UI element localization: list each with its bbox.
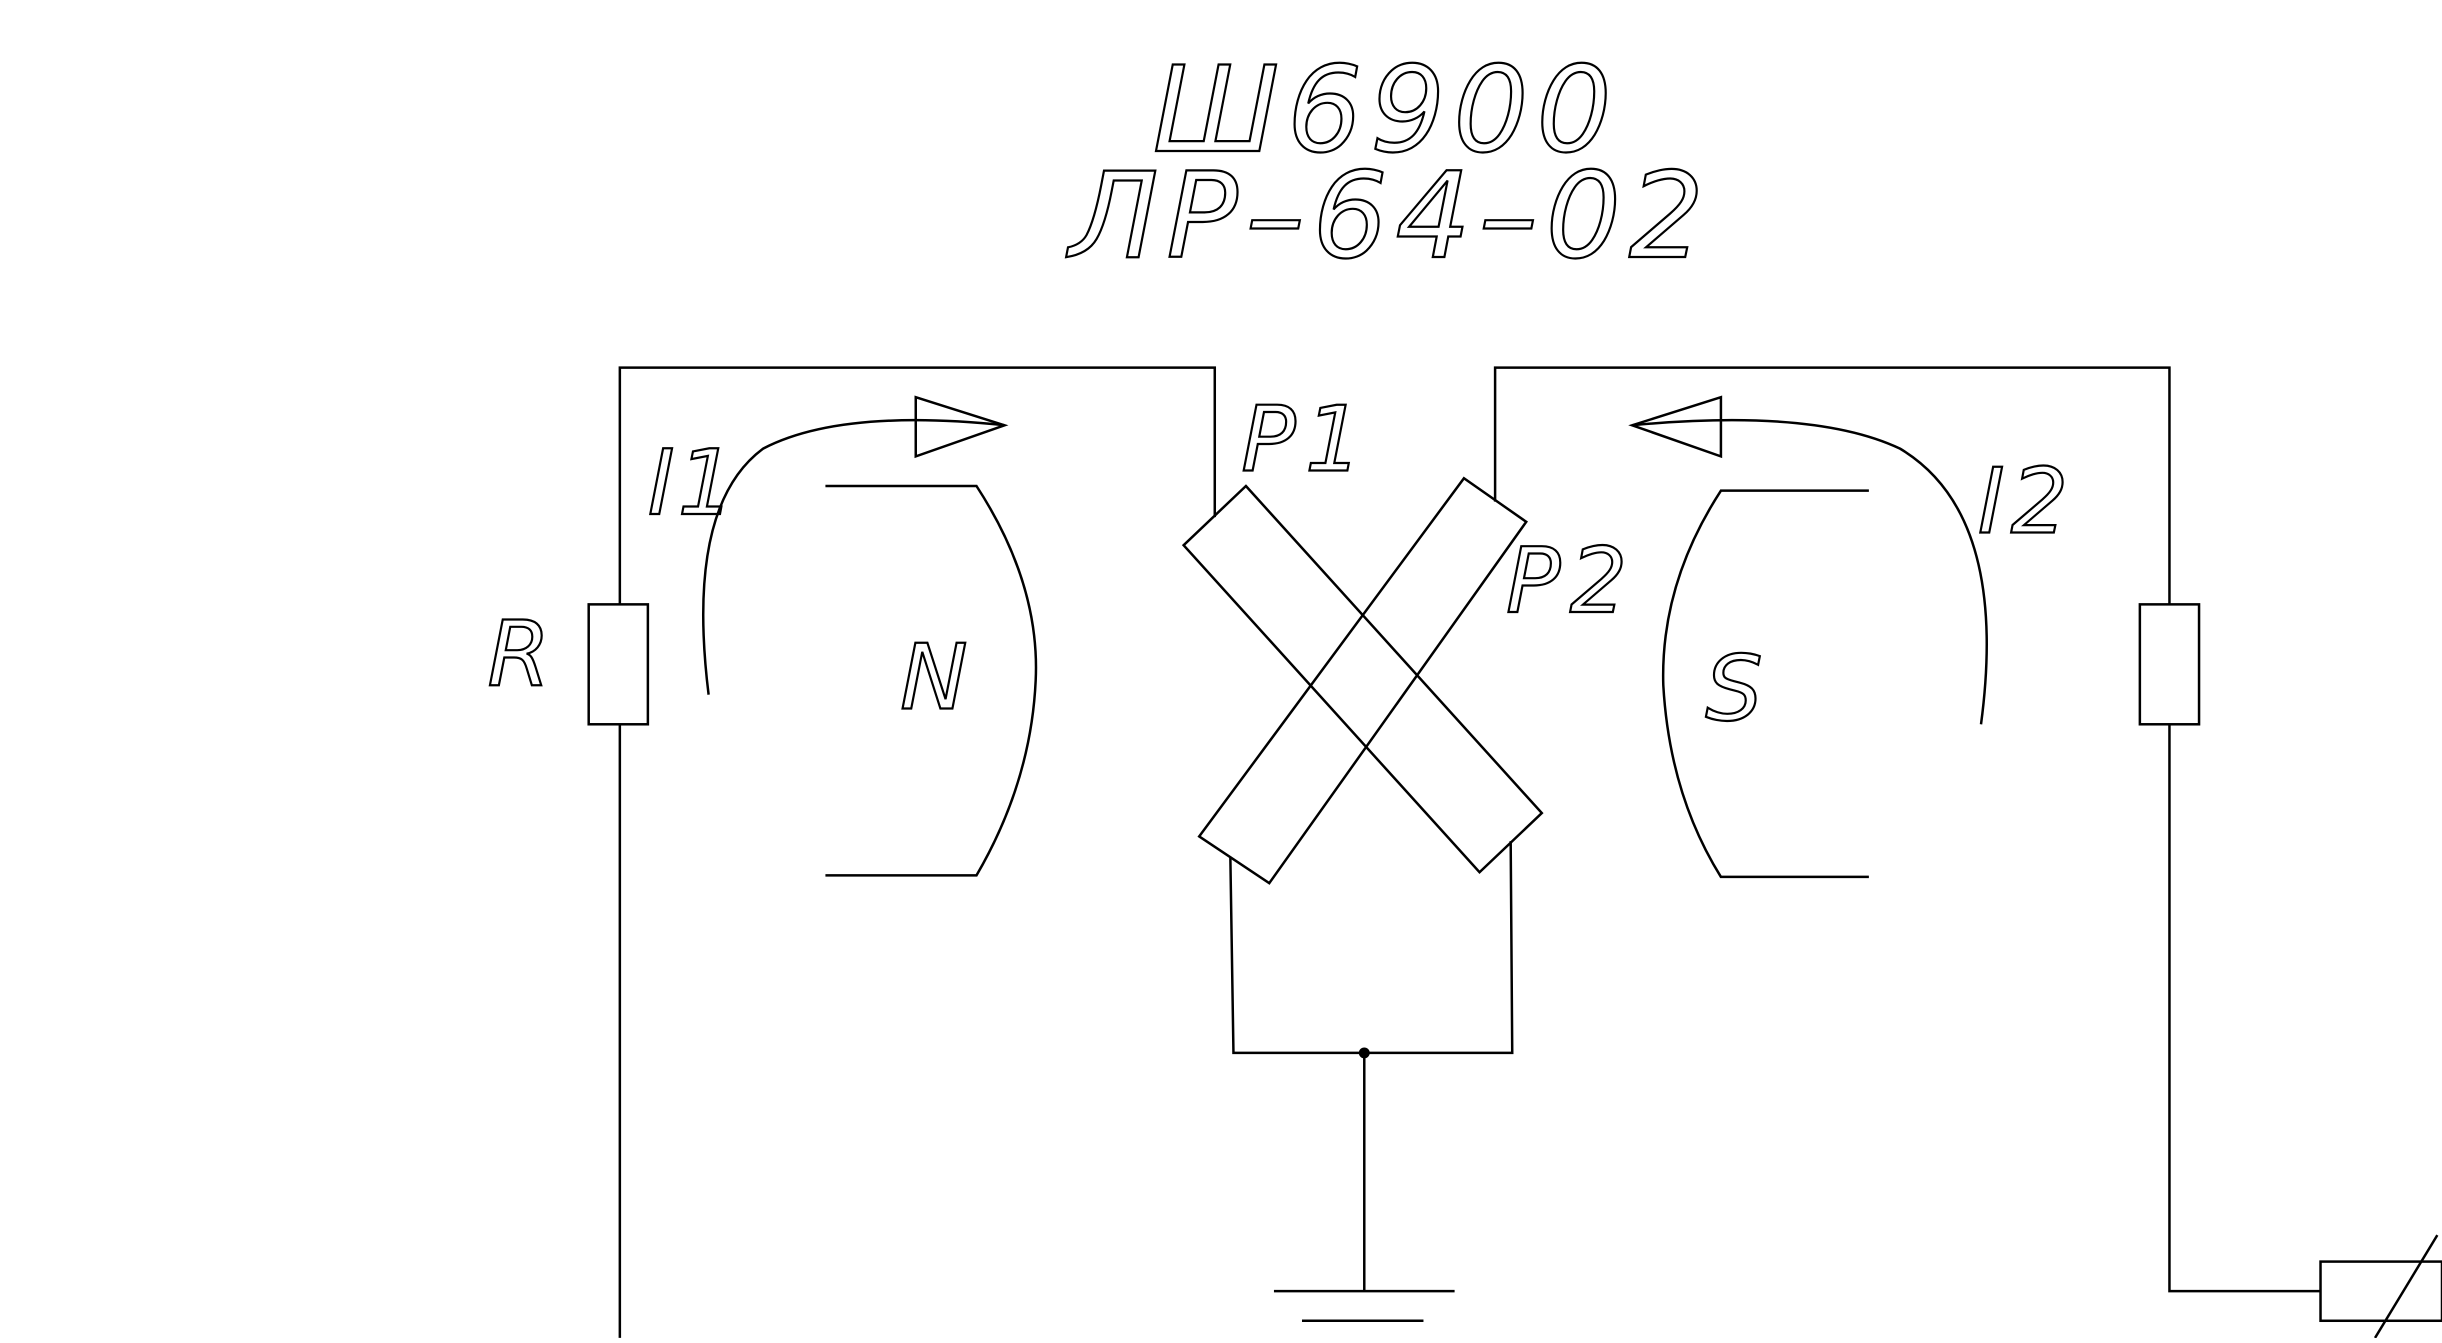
pole-north-outline [825,484,1038,877]
current-arrow-i1 [701,395,1009,695]
frame-p1 [1181,484,1544,875]
frame-p2 [1197,476,1528,885]
resistor-right [2138,603,2201,726]
left-circuit [587,366,1217,1338]
labels: P1 P2 I1 I2 R N S [486,386,2075,742]
title-line-2: ЛР–64–02 [1066,147,1712,285]
magnet-north [825,484,1038,877]
right-lower-wire [2168,724,2321,1293]
title-block: Ш6900 ЛР–64–02 [1065,40,1712,286]
variable-resistor [2319,1260,2442,1323]
label-p1: P1 [1241,387,1372,492]
crossed-frames [1181,476,1544,885]
label-n: N [900,626,983,731]
right-loop-wire [1493,366,2171,605]
arrowhead-i2 [1628,395,1723,459]
junction-dot [1358,1047,1370,1059]
magnet-south [1661,489,1869,879]
left-loop-wire [618,366,1217,605]
label-p2: P2 [1506,529,1637,634]
current-arrow-i2 [1628,395,1988,725]
arc-i1 [701,418,1005,695]
resistor-r [587,603,650,726]
arrowhead-i1 [914,395,1009,459]
right-circuit [1493,366,2442,1339]
title-line-1: Ш6900 [1153,41,1620,179]
label-i2: I2 [1978,450,2075,555]
label-i1: I1 [648,431,738,536]
variable-resistor-arrow [2373,1234,2439,1339]
label-r: R [487,602,565,707]
arc-i2 [1632,418,1988,725]
common-return [1229,841,1514,1323]
bottom-wire [1229,841,1514,1055]
label-s: S [1705,637,1778,742]
pole-south-outline [1661,489,1869,879]
